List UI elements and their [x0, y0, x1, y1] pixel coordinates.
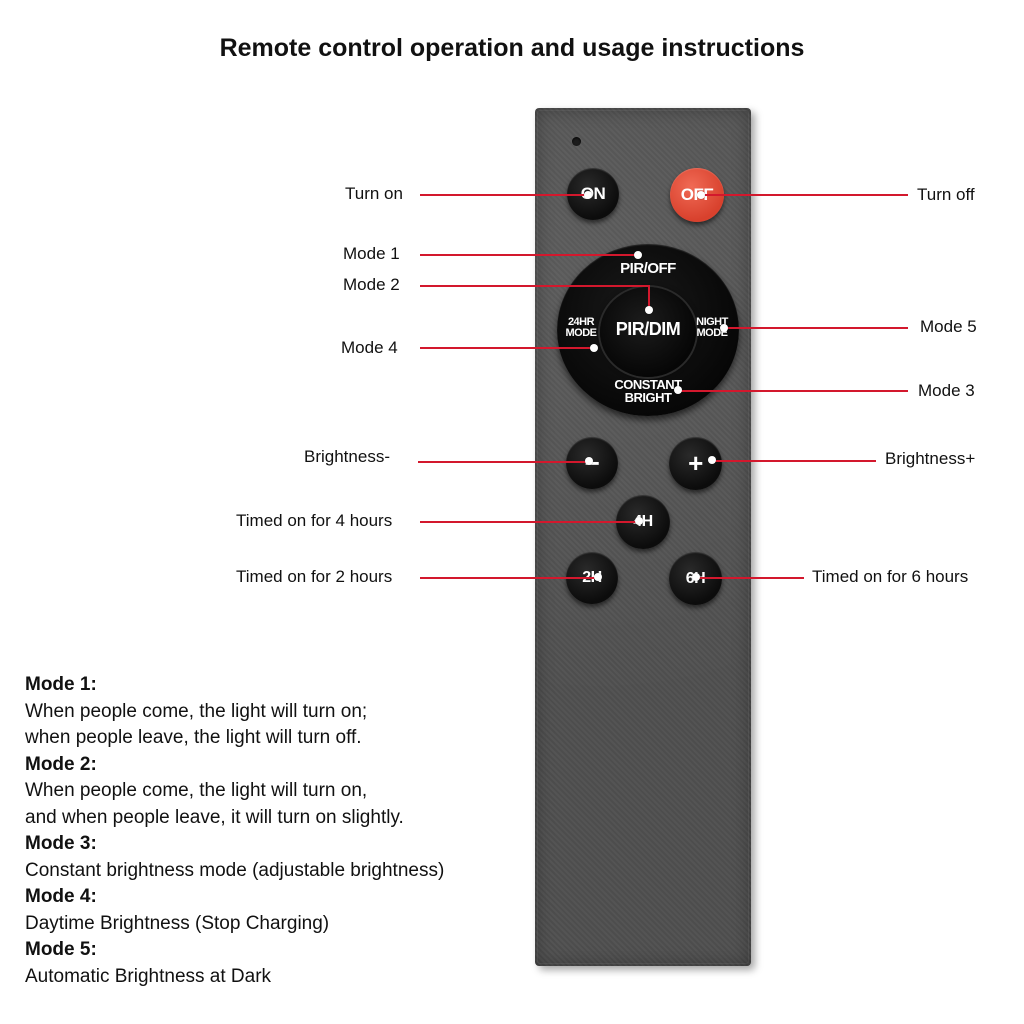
callout-vline-mode2 — [648, 285, 650, 309]
mode4-line1: Daytime Brightness (Stop Charging) — [25, 912, 330, 934]
night-mode-button[interactable]: NIGHT MODE — [690, 317, 734, 339]
label-mode2: Mode 2 — [343, 275, 400, 294]
pir-off-label[interactable]: PIR/OFF — [620, 260, 676, 277]
mode1-line1: When people come, the light will turn on… — [25, 700, 368, 722]
label-timed4: Timed on for 4 hours — [236, 511, 393, 530]
label-turn-on: Turn on — [345, 184, 403, 203]
label-mode5: Mode 5 — [920, 317, 977, 336]
mode1-line2: when people leave, the light will turn o… — [25, 727, 362, 748]
mode3-heading: Mode 3: — [25, 833, 97, 854]
callout-dot-timed2 — [594, 573, 602, 581]
24hr-mode-label: MODE — [565, 327, 598, 339]
callout-line-mode1 — [420, 254, 640, 256]
callout-line-timed2 — [420, 577, 600, 579]
callout-dot-timed6 — [692, 573, 700, 581]
callout-dot-mode3 — [674, 386, 682, 394]
24hr-label: 24HR — [567, 316, 595, 328]
label-timed6: Timed on for 6 hours — [812, 567, 969, 586]
brightness-plus-button[interactable]: + — [669, 437, 722, 490]
pir-dim-label: PIR/DIM — [615, 319, 681, 339]
callout-dot-mode2 — [645, 306, 653, 314]
callout-line-brightness-minus — [418, 461, 590, 463]
callout-line-turn-off — [700, 194, 908, 196]
label-timed2: Timed on for 2 hours — [236, 567, 393, 586]
label-turn-off: Turn off — [917, 185, 975, 204]
mode1-heading: Mode 1: — [25, 674, 97, 695]
callout-dot-mode4 — [590, 344, 598, 352]
callout-line-turn-on — [420, 194, 588, 196]
label-mode3: Mode 3 — [918, 381, 975, 400]
callout-line-mode3 — [680, 390, 908, 392]
callout-line-mode4 — [420, 347, 596, 349]
callout-dot-brightness-minus — [585, 457, 593, 465]
label-mode1: Mode 1 — [343, 244, 400, 263]
callout-dot-brightness-plus — [708, 456, 716, 464]
constant-label: CONSTANT — [614, 377, 682, 392]
mode5-heading: Mode 5: — [25, 939, 97, 960]
callout-line-timed4 — [420, 521, 642, 523]
mode2-heading: Mode 2: — [25, 753, 97, 775]
mode3-line1: Constant brightness mode (adjustable bri… — [25, 859, 445, 881]
mode2-line2: and when people leave, it will turn on s… — [25, 806, 404, 828]
callout-line-timed6 — [696, 577, 804, 579]
callout-dot-turn-off — [697, 191, 705, 199]
callout-dot-mode1 — [634, 251, 642, 259]
mode4-heading: Mode 4: — [25, 886, 97, 907]
page-title: Remote control operation and usage instr… — [219, 34, 805, 62]
mode-descriptions: Mode 1: When people come, the light will… — [25, 672, 515, 990]
ir-led-indicator — [572, 137, 581, 146]
night-label: NIGHT — [696, 316, 728, 328]
mode2-line1: When people come, the light will turn on… — [25, 780, 368, 801]
label-brightness-plus: Brightness+ — [885, 449, 976, 468]
callout-dot-timed4 — [635, 517, 643, 525]
label-mode4: Mode 4 — [341, 338, 398, 357]
callout-line-mode5 — [724, 327, 908, 329]
24hr-mode-button[interactable]: 24HR MODE — [559, 317, 603, 339]
callout-line-mode2 — [420, 285, 650, 287]
callout-line-brightness-plus — [712, 460, 876, 462]
callout-dot-turn-on — [584, 191, 592, 199]
callout-dot-mode5 — [720, 324, 728, 332]
bright-label: BRIGHT — [624, 390, 672, 405]
remote-edge — [537, 110, 749, 964]
label-brightness-minus: Brightness- — [304, 447, 390, 466]
constant-bright-button[interactable]: CONSTANT BRIGHT — [598, 378, 698, 404]
mode5-line1: Automatic Brightness at Dark — [25, 965, 272, 987]
night-mode-label: MODE — [696, 327, 729, 339]
plus-icon: + — [688, 448, 703, 478]
